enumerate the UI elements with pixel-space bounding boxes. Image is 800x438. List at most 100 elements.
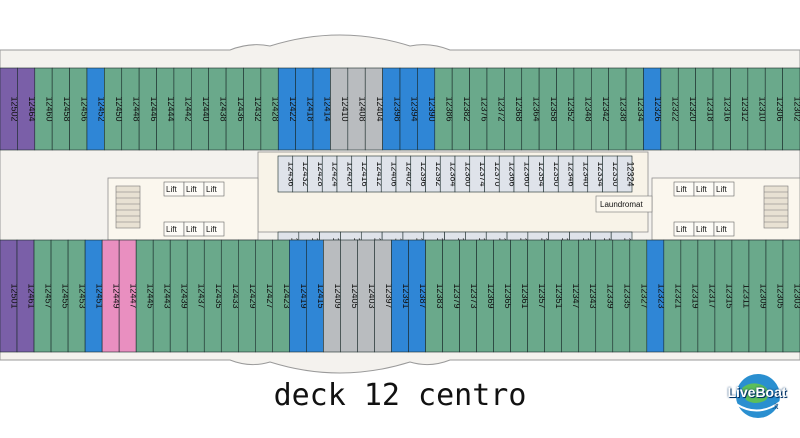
cabin-label: 12458 (62, 96, 72, 121)
cabin-label: 12448 (131, 96, 141, 121)
cabin-label: 12397 (384, 283, 394, 308)
cabin-label: 12423 (282, 283, 292, 308)
cabin-label: 12436 (286, 161, 296, 186)
cabin-label: 12326 (653, 96, 663, 121)
cabin-label: 12340 (581, 161, 591, 186)
cabin-label: 12415 (316, 283, 326, 308)
logo-suffix: .it (772, 402, 779, 411)
cabin-label: 12303 (792, 283, 800, 308)
cabin-label: 12428 (316, 161, 326, 186)
cabin-label: 12446 (149, 96, 159, 121)
lift-label: Lift (716, 185, 727, 194)
cabin-label: 12311 (741, 284, 751, 308)
lift-box (203, 221, 225, 237)
cabin-label: 12455 (61, 283, 71, 308)
cabin-label: 12379 (452, 283, 462, 308)
cabin-label: 12350 (552, 161, 562, 186)
cabin-label: 12436 (236, 96, 246, 121)
cabin-label: 12354 (537, 161, 547, 186)
cabin-label: 12416 (360, 161, 370, 186)
cabin-label: 12414 (323, 96, 333, 121)
cabin-label: 12409 (333, 283, 343, 308)
cabin-label: 12432 (253, 96, 263, 121)
cabin-label: 12445 (146, 283, 156, 308)
cabin-label: 12404 (375, 96, 385, 121)
cabin-label: 12364 (531, 96, 541, 121)
cabin-label: 12343 (588, 283, 598, 308)
cabin-label: 12330 (611, 161, 621, 186)
cabin-label: 12318 (705, 96, 715, 121)
cabin-label: 12398 (392, 96, 402, 121)
laundromat-room (595, 195, 653, 213)
cabin-label: 12323 (656, 283, 666, 308)
cabin-label: 12428 (271, 96, 281, 121)
cabin-label: 12366 (508, 161, 518, 186)
cabin-label: 12394 (410, 96, 420, 121)
cabin-label: 12433 (231, 283, 241, 308)
cabin-label: 12348 (584, 96, 594, 121)
cabin-label: 12361 (520, 283, 530, 308)
cabin-label: 12424 (331, 161, 341, 186)
cabin-label: 12452 (97, 96, 107, 121)
lift-box (713, 221, 735, 237)
cabin-label: 12427 (265, 283, 275, 308)
cabin-label: 12450 (114, 96, 124, 121)
cabin-label: 12305 (775, 283, 785, 308)
cabin-label: 12346 (567, 161, 577, 186)
cabin-label: 12461 (27, 283, 37, 308)
cabin-label: 12380 (463, 161, 473, 186)
cabin-label: 12410 (340, 96, 350, 121)
cabin-label: 12351 (554, 283, 564, 308)
cabin-label: 12352 (566, 96, 576, 121)
logo-text: LiveBoat (727, 384, 787, 400)
cabin-label: 12310 (758, 96, 768, 121)
cabin-label: 12418 (305, 96, 315, 121)
liveboat-logo: LiveBoat .it (722, 366, 792, 426)
cabin-label: 12338 (618, 96, 628, 121)
deck-title: deck 12 centro (273, 378, 527, 413)
cabin-label: 12316 (723, 96, 733, 121)
cabin-label: 12451 (95, 283, 105, 308)
cabin-label: 12437 (197, 283, 207, 308)
lift-box (713, 181, 735, 197)
globe-icon (735, 374, 781, 418)
cabin-label: 12501 (10, 283, 20, 308)
cabin-label: 12360 (522, 161, 532, 186)
cabin-label: 12403 (367, 283, 377, 308)
cabin-label: 12357 (537, 283, 547, 308)
lift-box (203, 181, 225, 197)
cabin-label: 12322 (671, 96, 681, 121)
cabin-label: 12453 (78, 283, 88, 308)
lift-label: Lift (206, 185, 217, 194)
cabin-label: 12502 (10, 96, 20, 121)
cabin-label: 12408 (358, 96, 368, 121)
lift-label: Lift (166, 185, 177, 194)
cabin-label: 12370 (493, 161, 503, 186)
cabin-label: 12339 (605, 283, 615, 308)
cabin-label: 12390 (427, 96, 437, 121)
cabin-label: 12319 (690, 283, 700, 308)
cabin-label: 12306 (775, 96, 785, 121)
laundromat-label: Laundromat (600, 200, 643, 209)
cabin-label: 12382 (462, 96, 472, 121)
lift-label: Lift (696, 225, 707, 234)
cabin-label: 12438 (218, 96, 228, 121)
lift-label: Lift (716, 225, 727, 234)
cabin-label: 12383 (435, 283, 445, 308)
lift-label: Lift (186, 185, 197, 194)
cabin-label: 12464 (27, 96, 37, 121)
cabin-label: 12369 (486, 283, 496, 308)
cabin-label: 12335 (622, 283, 632, 308)
cabin-label: 12443 (163, 283, 173, 308)
lift-label: Lift (676, 185, 687, 194)
cabin-label: 12442 (184, 96, 194, 121)
cabin-label: 12342 (601, 96, 611, 121)
cabin-12324 (616, 155, 633, 193)
cabin-label: 12391 (401, 283, 411, 308)
cabin-label: 12432 (301, 161, 311, 186)
cabin-label: 12334 (636, 96, 646, 121)
